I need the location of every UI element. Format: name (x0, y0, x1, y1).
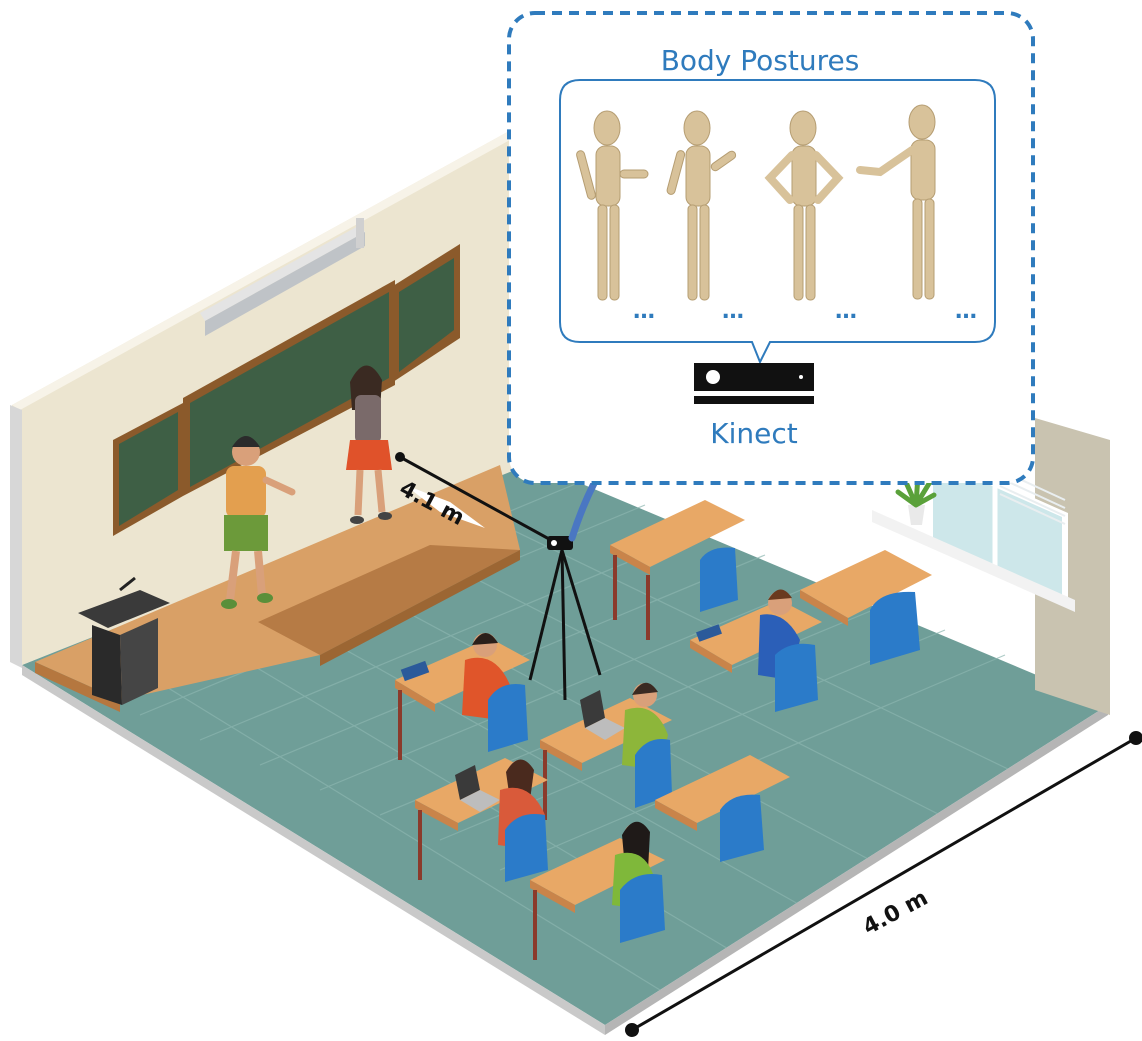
posture-ellipsis: … (722, 299, 744, 324)
kinect-sensor-icon (694, 363, 814, 404)
left-wall-edge (10, 405, 22, 668)
desk-row (395, 500, 932, 960)
presenter-female (346, 365, 392, 524)
tripod-icon (528, 549, 602, 701)
mannequin-icon (764, 110, 844, 301)
presenter-male (221, 436, 296, 609)
plant-icon (895, 472, 937, 525)
podium-icon (78, 576, 170, 705)
posture-ellipsis: … (835, 299, 857, 324)
room-width-line (625, 731, 1142, 1037)
projector-screen (200, 218, 365, 336)
kinect-on-tripod-icon (547, 536, 573, 550)
window (872, 450, 1075, 612)
floor-edge (22, 665, 605, 1035)
callout-title: Body Postures (661, 44, 860, 77)
distance-line (395, 452, 561, 547)
floor-edge-right (605, 705, 1108, 1035)
posture-ellipsis: … (633, 299, 655, 324)
laptop-icon (580, 690, 625, 740)
posture-ellipsis: … (955, 299, 977, 324)
back-wall-top (12, 125, 528, 410)
postures-bubble (559, 79, 996, 365)
mannequin-icon (666, 110, 737, 301)
mannequin-icon (576, 110, 649, 301)
sensor-label: Kinect (710, 417, 798, 450)
mannequin-icon (856, 104, 936, 300)
right-wall (1035, 418, 1110, 715)
